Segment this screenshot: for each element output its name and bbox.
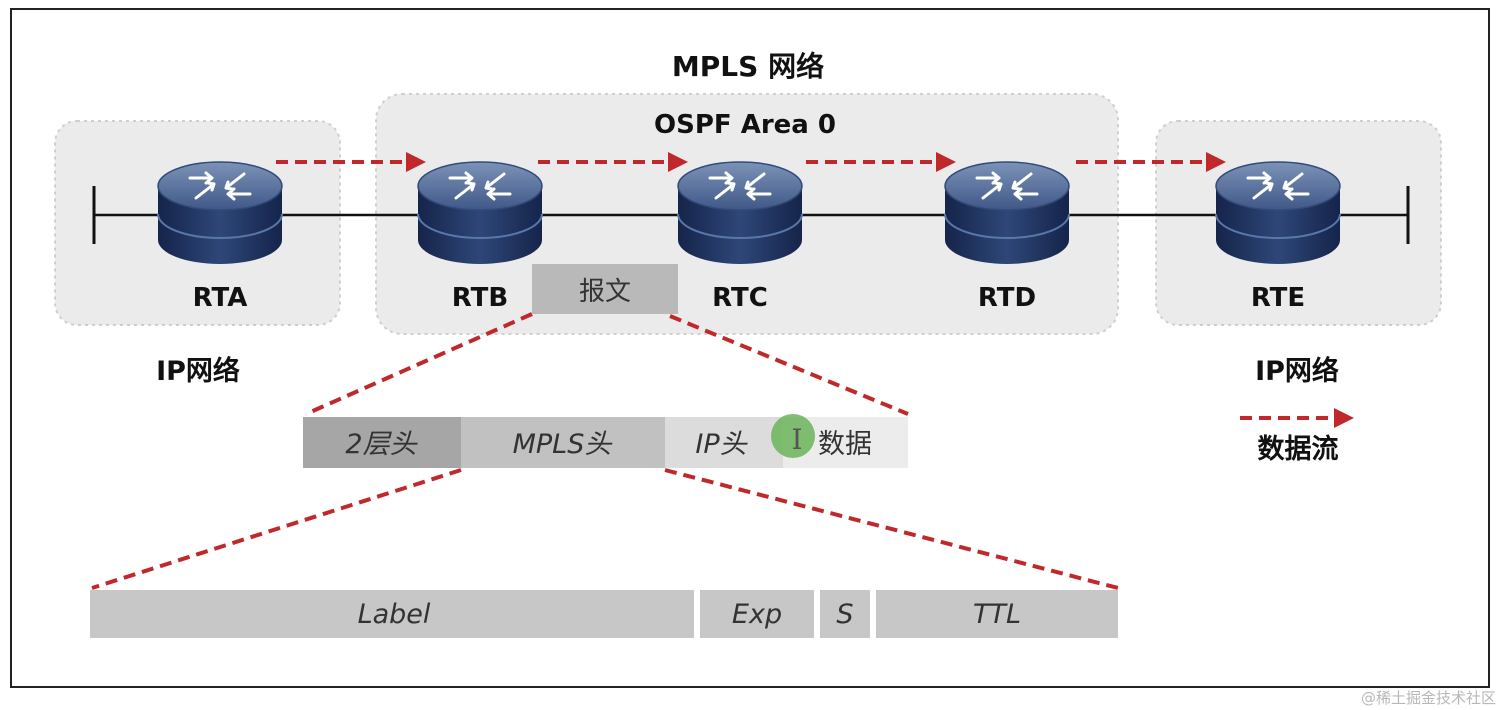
router-label: RTC [712,283,768,313]
router-icon [943,160,1071,266]
segment-ip-header-label: IP头 [695,429,748,460]
zoom-line-mpls-left [91,468,462,590]
router-label: RTA [193,283,248,313]
router-rte[interactable]: RTE [1214,160,1342,313]
zoom-line-packet-left [305,312,533,416]
field-exp [700,590,814,638]
field-ttl-text: TTL [973,599,1021,630]
field-exp-text: Exp [732,599,782,630]
segment-l2-header-label: 2层头 [345,429,418,460]
router-rta[interactable]: RTA [156,160,284,313]
router-label: RTD [978,283,1036,313]
router-label: RTE [1251,283,1305,313]
packet-structure: 2层头 MPLS头 IP头 数据 [303,417,908,468]
watermark: @稀土掘金技术社区 [1360,689,1496,707]
field-label-text: Label [358,599,431,630]
field-s [820,590,870,638]
cursor-indicator: I [771,414,815,458]
segment-l2-header [303,417,461,468]
router-rtd[interactable]: RTD [943,160,1071,313]
segment-mpls-header-label: MPLS头 [513,429,614,460]
legend-label: 数据流 [1258,434,1339,465]
field-label [90,590,694,638]
router-rtc[interactable]: RTC [676,160,804,313]
packet-label: 报文 [579,277,631,307]
segment-ip-header [665,417,783,468]
router-icon [1214,160,1342,266]
router-icon [676,160,804,266]
field-s-text: S [836,599,853,630]
packet-box [532,264,678,314]
router-icon [416,160,544,266]
mpls-header-fields: Label Exp S TTL [90,590,1118,638]
router-label: RTB [452,283,508,313]
text-cursor-icon: I [791,423,802,456]
legend: 数据流 [1240,408,1354,465]
cursor-highlight [771,414,815,458]
field-ttl [876,590,1118,638]
zoom-line-mpls-right [664,468,1119,590]
ip-network-label-left: IP网络 [156,355,240,387]
segment-data-label: 数据 [818,429,872,460]
segment-mpls-header [461,417,665,468]
router-icon [156,160,284,266]
ospf-area-title: OSPF Area 0 [654,110,836,140]
zoom-line-packet-right [669,314,909,416]
router-rtb[interactable]: RTB [416,160,544,313]
mpls-network-title: MPLS 网络 [672,50,824,83]
ip-network-label-right: IP网络 [1255,355,1339,387]
